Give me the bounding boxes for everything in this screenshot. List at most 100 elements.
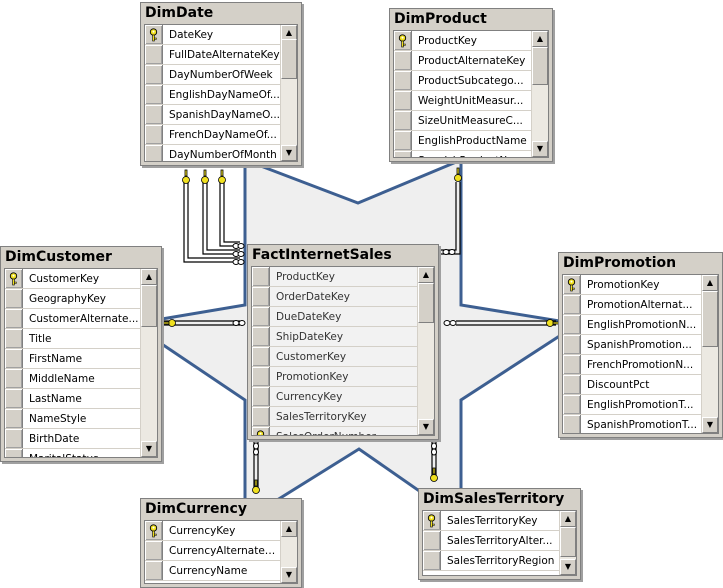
row-selector[interactable] bbox=[563, 315, 581, 334]
column-row[interactable]: SalesTerritoryAlter... bbox=[423, 531, 560, 551]
row-selector[interactable] bbox=[145, 125, 163, 144]
row-selector[interactable] bbox=[563, 375, 581, 394]
column-row[interactable]: DayNumberOfMonth bbox=[145, 145, 281, 161]
row-selector[interactable] bbox=[5, 349, 23, 368]
scroll-down-button[interactable]: ▼ bbox=[141, 441, 157, 457]
row-selector[interactable] bbox=[5, 389, 23, 408]
column-row[interactable]: EnglishProductName bbox=[394, 131, 532, 151]
vertical-scrollbar[interactable]: ▲▼ bbox=[531, 31, 548, 157]
table-title[interactable]: DimSalesTerritory bbox=[423, 491, 565, 507]
row-selector[interactable] bbox=[5, 369, 23, 388]
row-selector[interactable] bbox=[563, 415, 581, 433]
row-selector[interactable] bbox=[252, 287, 270, 306]
row-selector[interactable] bbox=[394, 91, 412, 110]
vertical-scrollbar[interactable]: ▲▼ bbox=[559, 511, 576, 575]
column-row[interactable]: EnglishDayNameOf... bbox=[145, 85, 281, 105]
row-selector[interactable] bbox=[145, 45, 163, 64]
column-row[interactable]: NameStyle bbox=[5, 409, 141, 429]
scroll-up-button[interactable]: ▲ bbox=[418, 267, 434, 283]
column-row[interactable]: FullDateAlternateKey bbox=[145, 45, 281, 65]
column-row[interactable]: MaritalStatus bbox=[5, 449, 141, 457]
row-selector[interactable] bbox=[5, 449, 23, 457]
column-row[interactable]: SalesTerritoryKey bbox=[252, 407, 418, 427]
column-row[interactable]: ProductSubcatego... bbox=[394, 71, 532, 91]
row-selector[interactable] bbox=[563, 355, 581, 374]
column-row[interactable]: CurrencyKey bbox=[252, 387, 418, 407]
table-title[interactable]: DimCustomer bbox=[5, 249, 112, 265]
scroll-down-button[interactable]: ▼ bbox=[281, 145, 297, 161]
scroll-thumb[interactable] bbox=[141, 285, 157, 327]
row-selector[interactable] bbox=[252, 307, 270, 326]
column-row[interactable]: SalesOrderNumber bbox=[252, 427, 418, 435]
column-row[interactable]: DayNumberOfWeek bbox=[145, 65, 281, 85]
column-row[interactable]: MiddleName bbox=[5, 369, 141, 389]
column-row[interactable]: FrenchDayNameOf... bbox=[145, 125, 281, 145]
column-row[interactable]: GeographyKey bbox=[5, 289, 141, 309]
column-row[interactable]: LastName bbox=[5, 389, 141, 409]
row-selector[interactable] bbox=[145, 541, 163, 560]
row-selector[interactable] bbox=[252, 347, 270, 366]
column-row[interactable]: CurrencyAlternateKey bbox=[145, 541, 281, 561]
column-row[interactable]: SpanishDayNameO... bbox=[145, 105, 281, 125]
scroll-thumb[interactable] bbox=[418, 283, 434, 323]
column-row[interactable]: DateKey bbox=[145, 25, 281, 45]
primary-key-icon[interactable] bbox=[563, 275, 581, 294]
table-title[interactable]: DimCurrency bbox=[145, 501, 247, 517]
table-title[interactable]: DimDate bbox=[145, 5, 214, 21]
column-row[interactable]: EnglishPromotionT... bbox=[563, 395, 702, 415]
scroll-up-button[interactable]: ▲ bbox=[702, 275, 718, 291]
table-title[interactable]: FactInternetSales bbox=[252, 247, 392, 263]
scroll-down-button[interactable]: ▼ bbox=[532, 141, 548, 157]
row-selector[interactable] bbox=[145, 561, 163, 580]
row-selector[interactable] bbox=[252, 267, 270, 286]
scroll-up-button[interactable]: ▲ bbox=[141, 269, 157, 285]
row-selector[interactable] bbox=[252, 387, 270, 406]
column-row[interactable]: SalesTerritoryRegion bbox=[423, 551, 560, 571]
column-row[interactable]: OrderDateKey bbox=[252, 287, 418, 307]
column-row[interactable]: SpanishPromotionT... bbox=[563, 415, 702, 433]
column-row[interactable]: FrenchPromotionN... bbox=[563, 355, 702, 375]
row-selector[interactable] bbox=[563, 335, 581, 354]
column-row[interactable]: ShipDateKey bbox=[252, 327, 418, 347]
row-selector[interactable] bbox=[145, 145, 163, 161]
row-selector[interactable] bbox=[423, 551, 441, 570]
row-selector[interactable] bbox=[394, 51, 412, 70]
row-selector[interactable] bbox=[5, 429, 23, 448]
scroll-up-button[interactable]: ▲ bbox=[281, 521, 297, 537]
row-selector[interactable] bbox=[423, 531, 441, 550]
primary-key-icon[interactable] bbox=[5, 269, 23, 288]
column-row[interactable]: CustomerKey bbox=[5, 269, 141, 289]
scroll-thumb[interactable] bbox=[560, 527, 576, 557]
row-selector[interactable] bbox=[394, 131, 412, 150]
column-row[interactable]: CurrencyKey bbox=[145, 521, 281, 541]
column-row[interactable]: PromotionKey bbox=[252, 367, 418, 387]
column-row[interactable]: PromotionAlternat... bbox=[563, 295, 702, 315]
scroll-up-button[interactable]: ▲ bbox=[532, 31, 548, 47]
scroll-down-button[interactable]: ▼ bbox=[281, 567, 297, 583]
scroll-thumb[interactable] bbox=[702, 291, 718, 347]
row-selector[interactable] bbox=[394, 151, 412, 157]
column-row[interactable]: SpanishPromotion... bbox=[563, 335, 702, 355]
column-row[interactable]: DiscountPct bbox=[563, 375, 702, 395]
table-title[interactable]: DimPromotion bbox=[563, 255, 677, 271]
vertical-scrollbar[interactable]: ▲▼ bbox=[701, 275, 718, 433]
column-row[interactable]: SalesTerritoryKey bbox=[423, 511, 560, 531]
row-selector[interactable] bbox=[145, 105, 163, 124]
vertical-scrollbar[interactable]: ▲▼ bbox=[280, 521, 297, 583]
column-row[interactable]: Title bbox=[5, 329, 141, 349]
scroll-down-button[interactable]: ▼ bbox=[702, 417, 718, 433]
primary-key-icon[interactable] bbox=[252, 427, 270, 435]
column-row[interactable]: WeightUnitMeasur... bbox=[394, 91, 532, 111]
row-selector[interactable] bbox=[563, 295, 581, 314]
column-row[interactable]: CurrencyName bbox=[145, 561, 281, 581]
primary-key-icon[interactable] bbox=[145, 521, 163, 540]
primary-key-icon[interactable] bbox=[423, 511, 441, 530]
scroll-thumb[interactable] bbox=[532, 47, 548, 85]
table-title[interactable]: DimProduct bbox=[394, 11, 487, 27]
